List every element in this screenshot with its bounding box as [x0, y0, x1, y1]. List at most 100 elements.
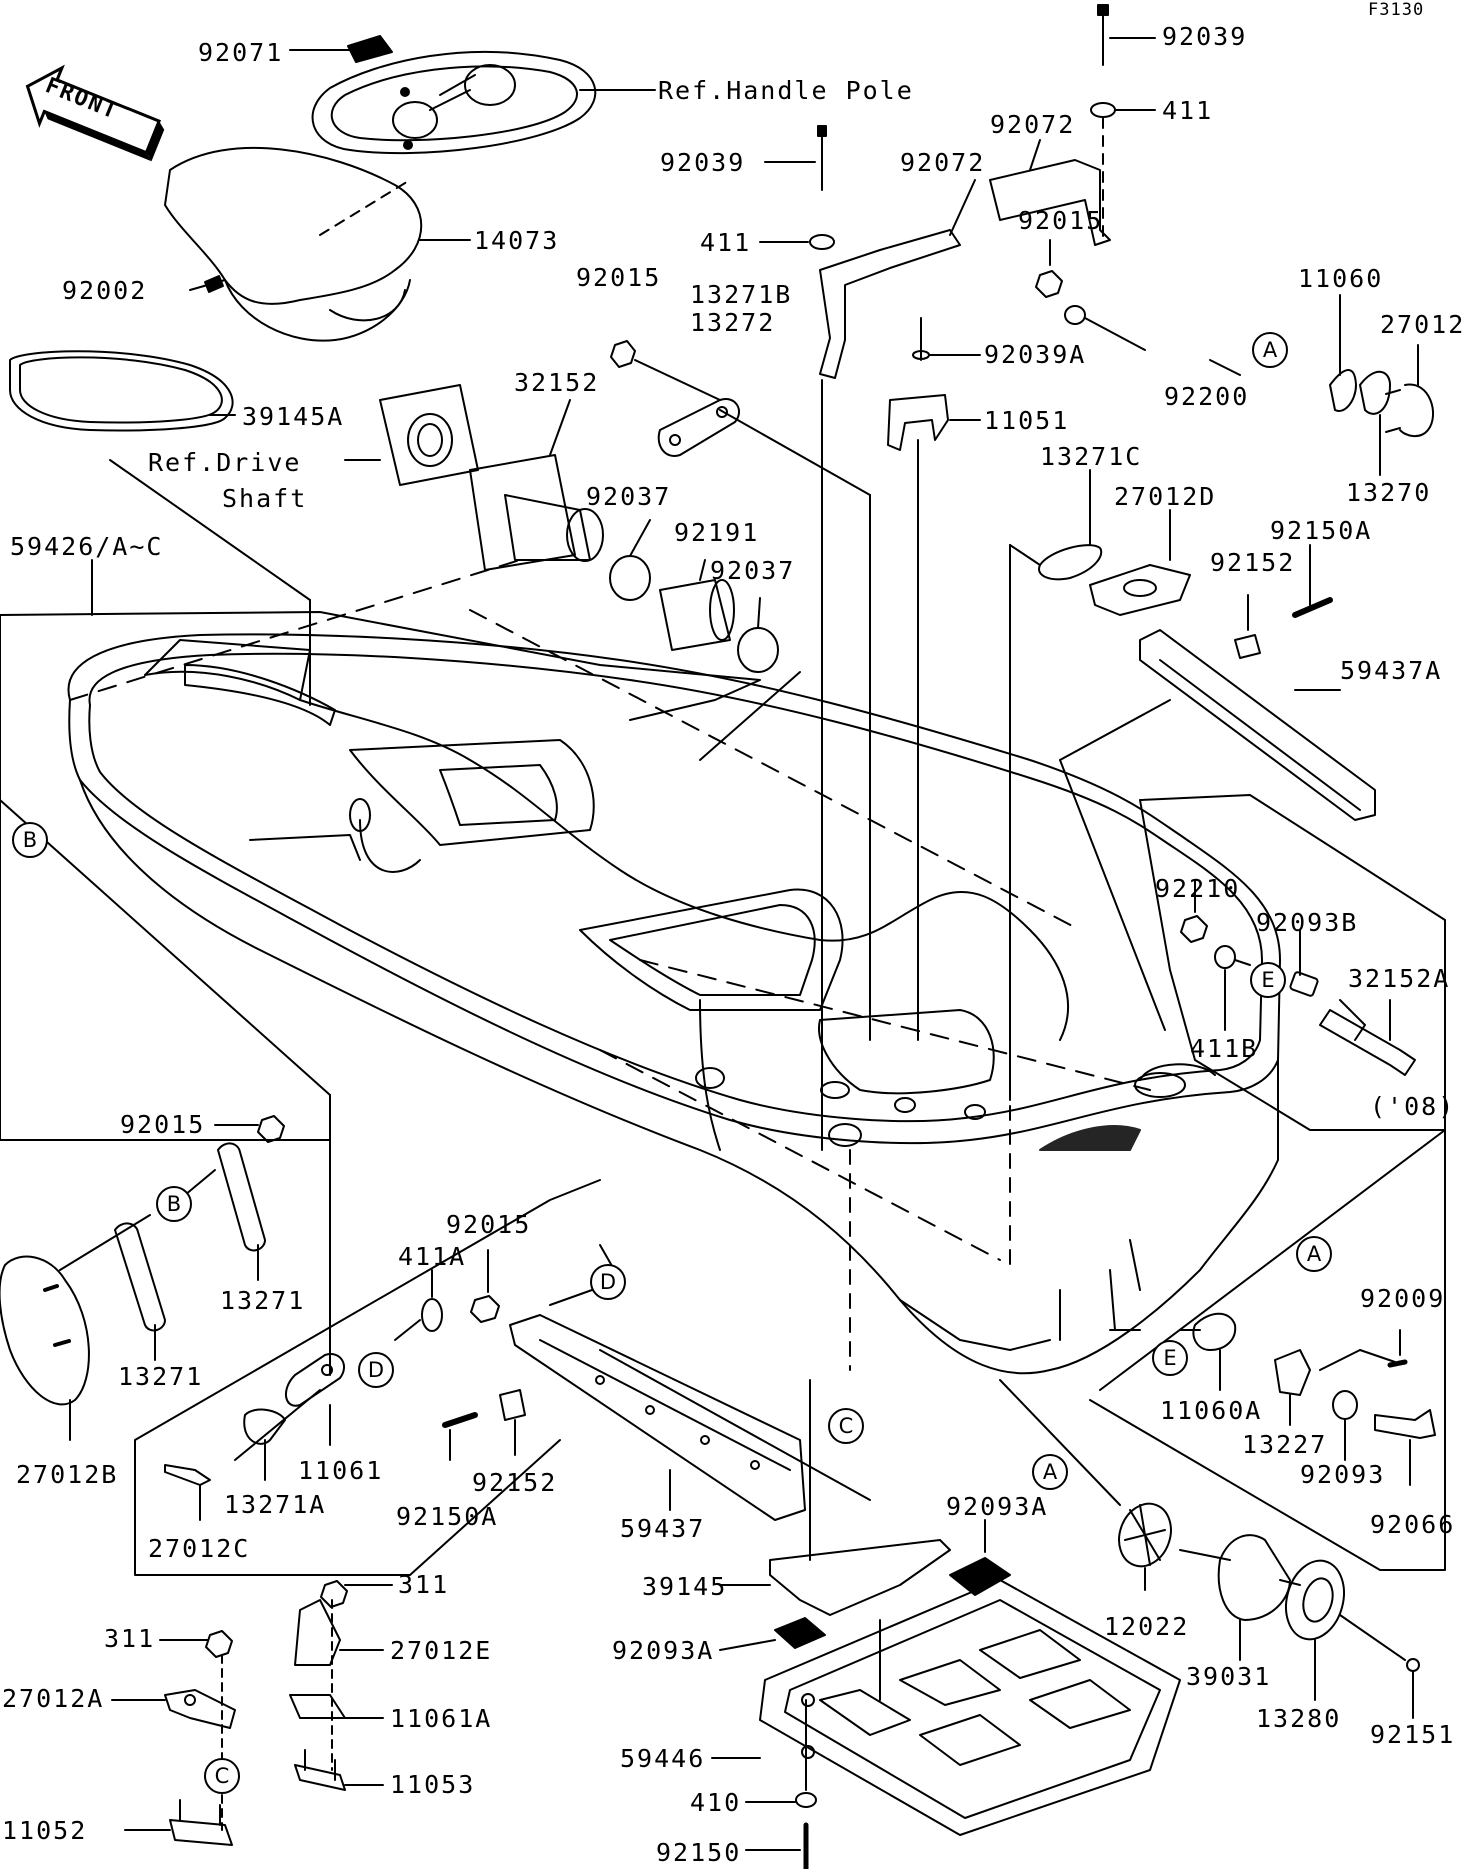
- part-label: 13271: [118, 1362, 204, 1391]
- strap-13271-lower: [114, 1222, 166, 1332]
- guide-92009-2: [1359, 1349, 1396, 1363]
- part-label: 92015: [576, 263, 662, 292]
- cover-11060a: [1192, 1312, 1237, 1351]
- cover-27012b: [0, 1255, 90, 1406]
- leader-92037-b: [757, 597, 761, 629]
- part-label: 11061: [298, 1456, 384, 1485]
- bolt-92150a-low: [442, 1412, 478, 1428]
- nut-92015-left: [257, 1115, 285, 1143]
- u-bolt-27012: [1385, 383, 1435, 437]
- part-label: 11052: [2, 1816, 88, 1845]
- clamp-92037-a: [609, 555, 651, 601]
- washer-411-top: [1090, 102, 1116, 118]
- guide-13271c: [1009, 544, 1041, 566]
- part-label: 92152: [1210, 548, 1296, 577]
- part-label: 92150A: [1270, 516, 1373, 545]
- part-label: 92150A: [396, 1502, 499, 1531]
- part-label: 92093: [1300, 1460, 1386, 1489]
- hull-59426: [67, 633, 1281, 1151]
- pin-92039a: [912, 317, 930, 361]
- leader-92191: [699, 559, 706, 581]
- nut-311-top: [320, 1580, 348, 1608]
- bolt-92150a-top: [1292, 597, 1333, 618]
- part-label: 39145: [642, 1572, 728, 1601]
- leader-92015-mid: [634, 359, 721, 401]
- ref-marker-a: A: [1252, 332, 1288, 368]
- ref-label: Ref.Handle Pole: [658, 76, 914, 105]
- clip-27012c: [164, 1464, 211, 1486]
- grate-92093a-lower: [774, 1617, 826, 1649]
- nut-92015-mid: [610, 340, 636, 368]
- part-label: 27012C: [148, 1534, 251, 1563]
- cover-13271a: [243, 1408, 286, 1445]
- washer-410: [795, 1792, 817, 1808]
- hull-centerline-dashes: [69, 559, 1151, 1261]
- front-arrow-icon: [25, 64, 165, 162]
- part-label: 411A: [398, 1242, 467, 1271]
- drive-shaft-flange: [379, 384, 479, 486]
- frame-a-group: [1089, 1129, 1446, 1571]
- part-label: 27012A: [2, 1684, 105, 1713]
- guide-b-plate-2: [184, 1169, 216, 1196]
- part-label: 92093A: [946, 1492, 1049, 1521]
- bracket-27012e: [294, 1599, 341, 1666]
- frame-d-group: [134, 1179, 601, 1576]
- detail-frame-08: [1139, 794, 1446, 1131]
- bracket-11051: [887, 394, 949, 451]
- washer-92200: [1064, 305, 1086, 325]
- collar-92152-top: [1234, 634, 1261, 659]
- leader-92072-b: [949, 179, 976, 236]
- screw-92151: [1406, 1658, 1420, 1691]
- year-note: ('08): [1370, 1092, 1456, 1121]
- part-label: 13271A: [224, 1490, 327, 1519]
- ref-marker-d: D: [590, 1264, 626, 1300]
- part-label: 13271B: [690, 280, 793, 309]
- part-label: 411B: [1190, 1034, 1259, 1063]
- part-label: 14073: [474, 226, 560, 255]
- cover-13271c: [1038, 544, 1103, 581]
- part-label: 92039: [1162, 22, 1248, 51]
- part-label: 92009: [1360, 1284, 1446, 1313]
- plate-11061: [285, 1353, 345, 1407]
- part-label: 92071: [198, 38, 284, 67]
- cover-13270: [1359, 370, 1391, 415]
- clamp-92037-b: [737, 627, 779, 673]
- guide-59437a-2: [1059, 759, 1166, 1031]
- part-label: 59437A: [1340, 656, 1443, 685]
- seal-ring-39145a: [9, 350, 234, 432]
- part-label: 92093B: [1256, 908, 1359, 937]
- rail-59437a: [1139, 629, 1376, 821]
- bracket-27012a: [164, 1689, 236, 1729]
- plate-11052: [169, 1799, 233, 1846]
- diagram-code: F3130: [1368, 0, 1425, 20]
- part-label: 92015: [120, 1110, 206, 1139]
- part-label: 13270: [1346, 478, 1432, 507]
- guide-92009: [1319, 1349, 1361, 1371]
- part-label: 13280: [1256, 1704, 1342, 1733]
- part-label: 92191: [674, 518, 760, 547]
- part-label: 92015: [1018, 206, 1104, 235]
- leader-a-top-2: [1209, 359, 1241, 376]
- dash-92002: [319, 179, 411, 236]
- leader-92037-a: [629, 519, 651, 557]
- part-label: 11060A: [1160, 1396, 1263, 1425]
- ref-label: Ref.Drive: [148, 448, 302, 477]
- guide-a-bottom: [999, 1379, 1121, 1506]
- part-label: 32152A: [1348, 964, 1451, 993]
- part-label: 92037: [586, 482, 672, 511]
- leader-92072-a: [1029, 139, 1041, 171]
- ref-marker-b: B: [156, 1186, 192, 1222]
- nut-92210: [1180, 915, 1208, 943]
- part-label: 92037: [710, 556, 796, 585]
- nut-311-left: [205, 1630, 233, 1658]
- bracket-92072-right: [989, 159, 1111, 246]
- part-label: 411: [1162, 96, 1214, 125]
- part-label: 11061A: [390, 1704, 493, 1733]
- screw-92009: [1387, 1359, 1408, 1368]
- part-label: 92152: [472, 1468, 558, 1497]
- nut-92015-right: [1035, 270, 1063, 298]
- ref-marker-e: E: [1250, 962, 1286, 998]
- valve-32152a: [1319, 999, 1416, 1076]
